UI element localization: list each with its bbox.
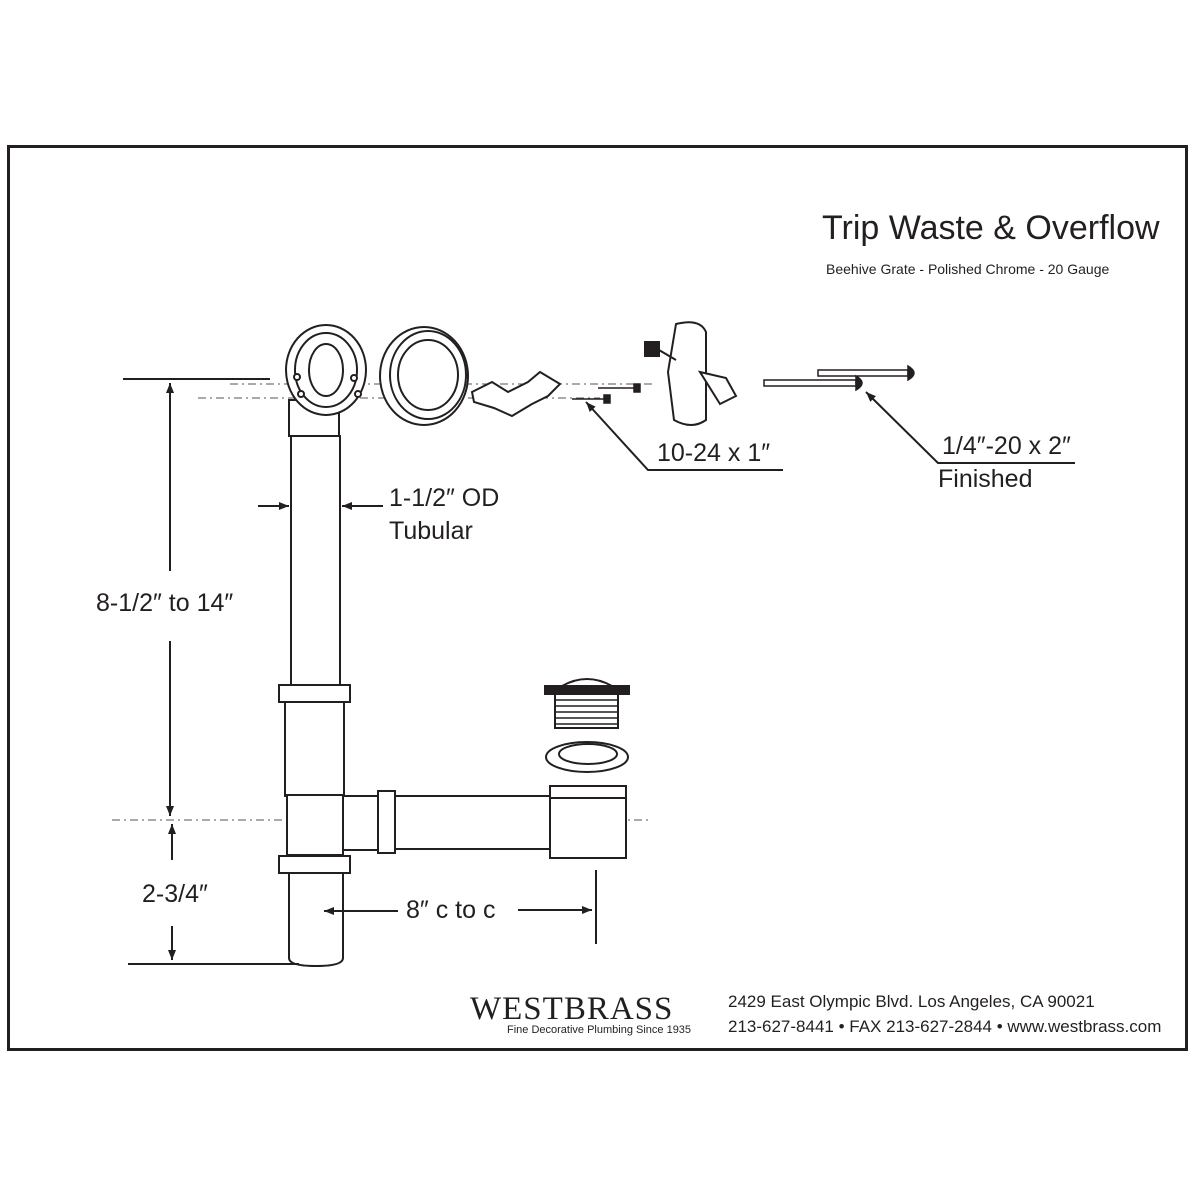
large-screw-finish-label: Finished [938,465,1033,493]
long-bolts [763,364,915,392]
small-screw-label: 10-24 x 1″ [657,439,771,467]
dimension-lines [123,378,1075,965]
overflow-bracket [470,370,562,418]
brand-tagline: Fine Decorative Plumbing Since 1935 [507,1024,692,1036]
drawing-frame [7,145,1188,1051]
beehive-strainer [544,678,630,729]
od-label: 1-1/2″ OD [389,484,500,512]
height-range-label: 8-1/2″ to 14″ [96,589,234,617]
tubular-label: Tubular [389,517,473,545]
center-to-center-label: 8″ c to c [406,896,496,924]
overflow-cap [379,326,469,426]
company-contact: 213-627-8441 • FAX 213-627-2844 • www.we… [728,1017,1162,1036]
overflow-elbow [285,324,367,437]
tub-drain-assembly [278,435,627,968]
washer [545,741,629,773]
brand-logo: WESTBRASS [470,991,674,1027]
large-screw-label: 1/4″-20 x 2″ [942,432,1071,460]
drop-label: 2-3/4″ [142,880,208,908]
diagram-subtitle: Beehive Grate - Polished Chrome - 20 Gau… [826,261,1110,277]
trip-lever [644,321,738,426]
company-address: 2429 East Olympic Blvd. Los Angeles, CA … [728,992,1095,1011]
diagram-title: Trip Waste & Overflow [822,209,1160,247]
small-screws [572,383,641,404]
